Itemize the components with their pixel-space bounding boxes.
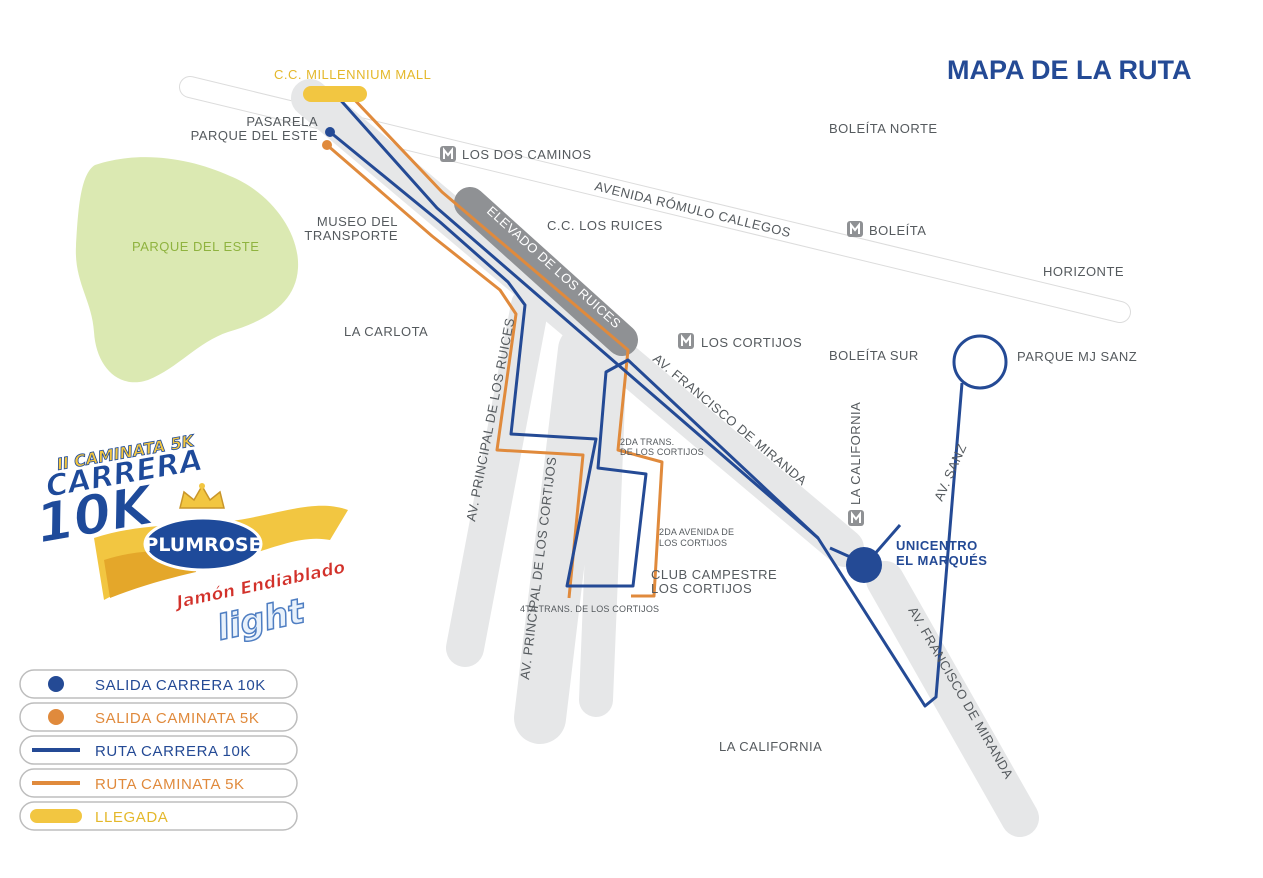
street-2da-avenida: 2DA AVENIDA DE xyxy=(659,527,734,537)
legend-item-llegada: LLEGADA xyxy=(19,801,298,831)
label-el-marques: EL MARQUÉS xyxy=(896,553,987,568)
event-logo: II CAMINATA 5K CARRERA 10K PLUMROSE Jamó… xyxy=(31,430,348,650)
label-club-campestre: CLUB CAMPESTRE xyxy=(651,567,777,582)
legend-item-ruta-carrera: RUTA CARRERA 10K xyxy=(19,735,298,765)
metro-station-los-dos-caminos: LOS DOS CAMINOS xyxy=(440,146,592,162)
logo-brand: PLUMROSE xyxy=(144,534,261,556)
francisco-miranda-road xyxy=(291,79,864,567)
street-2da-trans: 2DA TRANS. xyxy=(620,437,674,447)
label-la-carlota: LA CARLOTA xyxy=(344,324,428,339)
metro-station-icon xyxy=(440,146,456,162)
metro-station-boleita: BOLEÍTA xyxy=(847,221,926,238)
page-title: MAPA DE LA RUTA xyxy=(947,55,1191,85)
metro-station-icon xyxy=(678,333,694,349)
metro-station-los-cortijos: LOS CORTIJOS xyxy=(678,333,802,350)
svg-text:LOS DOS CAMINOS: LOS DOS CAMINOS xyxy=(462,147,592,162)
svg-text:RUTA CAMINATA 5K: RUTA CAMINATA 5K xyxy=(95,776,245,793)
salida-caminata-5k-marker xyxy=(322,140,332,150)
street-2da-avenida-cortijos: LOS CORTIJOS xyxy=(659,538,727,548)
label-pasarela-parque: PARQUE DEL ESTE xyxy=(191,128,318,143)
parque-del-este-area xyxy=(75,157,299,383)
label-pasarela: PASARELA xyxy=(246,114,318,129)
street-4ta-trans: 4TA TRANS. DE LOS CORTIJOS xyxy=(520,604,659,614)
legend: SALIDA CARRERA 10K SALIDA CAMINATA 5K RU… xyxy=(19,669,298,831)
svg-text:SALIDA CARRERA 10K: SALIDA CARRERA 10K xyxy=(95,677,266,694)
yellow-bar-icon xyxy=(30,809,82,823)
svg-text:LA CALIFORNIA: LA CALIFORNIA xyxy=(848,402,863,505)
street-2da-trans-cortijos: DE LOS CORTIJOS xyxy=(620,447,704,457)
blue-dot-icon xyxy=(48,676,64,692)
elevado-de-los-ruices-road xyxy=(454,187,638,356)
unicentro-marker xyxy=(846,547,882,583)
street-av-sanz: AV. SANZ xyxy=(931,441,970,503)
legend-item-salida-caminata: SALIDA CAMINATA 5K xyxy=(19,702,298,732)
svg-text:RUTA CARRERA 10K: RUTA CARRERA 10K xyxy=(95,743,251,760)
legend-item-ruta-caminata: RUTA CAMINATA 5K xyxy=(19,768,298,798)
label-boleita-norte: BOLEÍTA NORTE xyxy=(829,121,938,136)
francisco-miranda-south-road xyxy=(866,561,1039,837)
orange-dot-icon xyxy=(48,709,64,725)
legend-item-salida-carrera: SALIDA CARRERA 10K xyxy=(19,669,298,699)
svg-text:BOLEÍTA: BOLEÍTA xyxy=(869,223,926,238)
label-boleita-sur: BOLEÍTA SUR xyxy=(829,348,919,363)
label-horizonte: HORIZONTE xyxy=(1043,264,1124,279)
label-museo-transporte: TRANSPORTE xyxy=(304,228,398,243)
svg-text:LOS CORTIJOS: LOS CORTIJOS xyxy=(701,335,802,350)
label-unicentro: UNICENTRO xyxy=(896,538,978,553)
llegada-bar xyxy=(303,86,367,102)
svg-text:LLEGADA: LLEGADA xyxy=(95,809,168,826)
label-millennium-mall: C.C. MILLENNIUM MALL xyxy=(274,67,431,82)
metro-station-la-california: LA CALIFORNIA xyxy=(848,402,864,526)
principal-cortijos-road xyxy=(514,324,610,744)
salida-carrera-10k-marker xyxy=(325,127,335,137)
cortijos-upper-road xyxy=(579,335,627,717)
label-cc-los-ruices: C.C. LOS RUICES xyxy=(547,218,663,233)
label-parque-mj-sanz: PARQUE MJ SANZ xyxy=(1017,349,1137,364)
street-francisco-miranda-south: AV. FRANCISCO DE MIRANDA xyxy=(905,604,1016,781)
parque-mj-sanz-circle xyxy=(952,334,1008,390)
logo-oval xyxy=(143,516,263,572)
metro-station-icon xyxy=(847,221,863,237)
crown-icon xyxy=(179,483,225,509)
label-la-california: LA CALIFORNIA xyxy=(719,739,822,754)
metro-station-icon xyxy=(848,510,864,526)
label-parque-del-este: PARQUE DEL ESTE xyxy=(132,239,259,254)
label-club-los-cortijos: LOS CORTIJOS xyxy=(651,581,752,596)
route-caminata-5k xyxy=(326,93,664,599)
svg-text:SALIDA CAMINATA 5K: SALIDA CAMINATA 5K xyxy=(95,710,259,727)
label-museo: MUSEO DEL xyxy=(317,214,398,229)
